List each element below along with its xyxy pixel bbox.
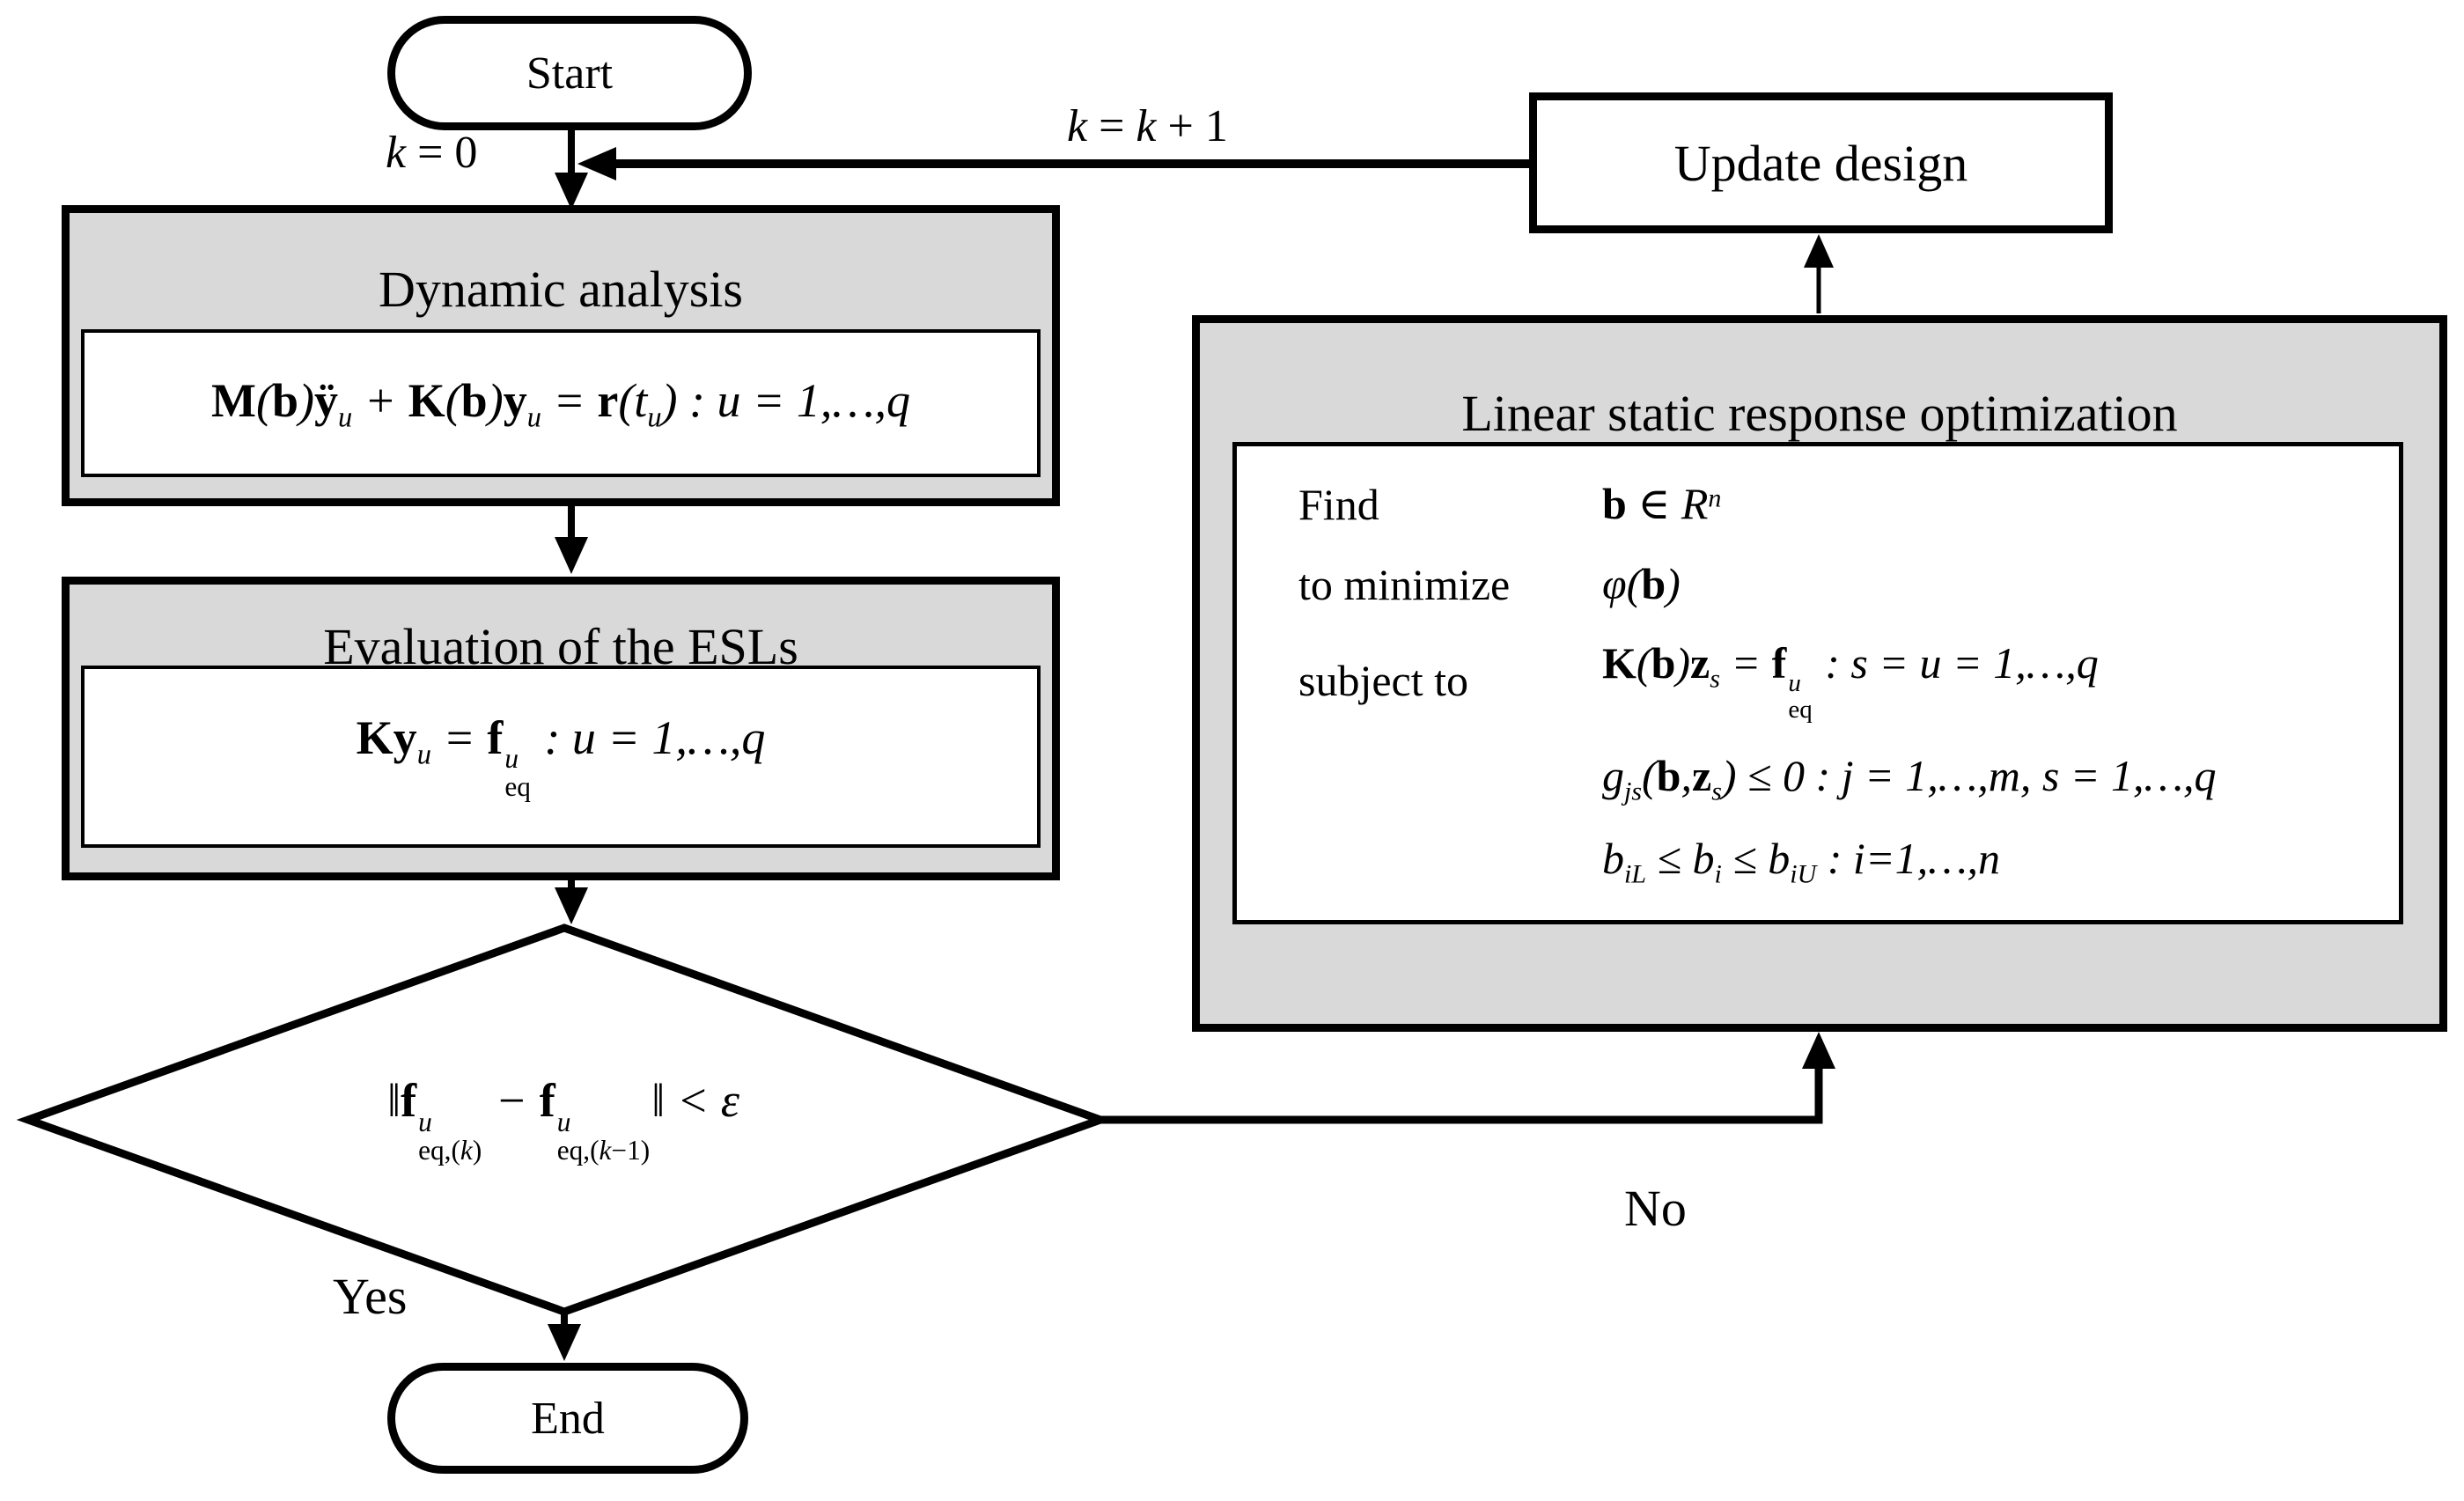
end-node: End — [387, 1363, 748, 1474]
minimize-label: to minimize — [1298, 559, 1511, 609]
esl-evaluation-title: Evaluation of the ESLs — [323, 618, 798, 675]
no-label: No — [1624, 1180, 1687, 1237]
arrow-decision-to-end — [548, 1310, 581, 1361]
arrow-start-to-dynamic — [555, 129, 588, 210]
optimization-row-find: Find b ∈ Rn — [1237, 479, 2399, 530]
k0-label: k = 0 — [386, 128, 478, 178]
dynamic-analysis-formula: M(b)ÿu + K(b)yu = r(tu) : u = 1,…,q — [211, 373, 910, 433]
start-node: Start — [387, 16, 752, 130]
optimization-row-constraint3: biL ≤ bi ≤ biU : i=1,…,n — [1237, 835, 2399, 888]
dynamic-analysis-title: Dynamic analysis — [379, 261, 743, 318]
arrow-optimization-to-update — [1804, 234, 1834, 313]
arrow-dynamic-to-esl — [555, 504, 588, 574]
update-design-label: Update design — [1673, 134, 1968, 192]
optimization-box: Linear static response optimization Find… — [1192, 315, 2447, 1032]
yes-label: Yes — [333, 1268, 408, 1325]
find-label: Find — [1298, 479, 1379, 529]
start-label: Start — [526, 48, 614, 99]
arrow-update-to-flow — [577, 147, 1529, 180]
optimization-title: Linear static response optimization — [1461, 385, 2178, 442]
subject-to-label: subject to — [1298, 656, 1469, 706]
dynamic-analysis-box: Dynamic analysis M(b)ÿu + K(b)yu = r(tu)… — [62, 205, 1060, 506]
optimization-row-minimize: to minimize φ(b) — [1237, 559, 2399, 610]
kk1-label: k = k + 1 — [1067, 101, 1228, 151]
find-formula: b ∈ Rn — [1602, 479, 1722, 529]
optimization-formula-box: Find b ∈ Rn to minimize φ(b) subject to … — [1232, 442, 2403, 924]
dynamic-analysis-formula-box: M(b)ÿu + K(b)yu = r(tu) : u = 1,…,q — [81, 329, 1041, 477]
constraint-3-formula: biL ≤ bi ≤ biU : i=1,…,n — [1602, 833, 2001, 889]
optimization-row-constraint2: gjs(b,zs) ≤ 0 : j = 1,…,m, s = 1,…,q — [1237, 752, 2399, 806]
minimize-formula: φ(b) — [1602, 559, 1681, 609]
end-label: End — [531, 1393, 605, 1444]
constraint-2-formula: gjs(b,zs) ≤ 0 : j = 1,…,m, s = 1,…,q — [1602, 751, 2217, 806]
arrow-decision-no-to-optimization — [1100, 1032, 1835, 1124]
arrow-esl-to-decision — [555, 879, 588, 924]
update-design-box: Update design — [1529, 92, 2113, 233]
